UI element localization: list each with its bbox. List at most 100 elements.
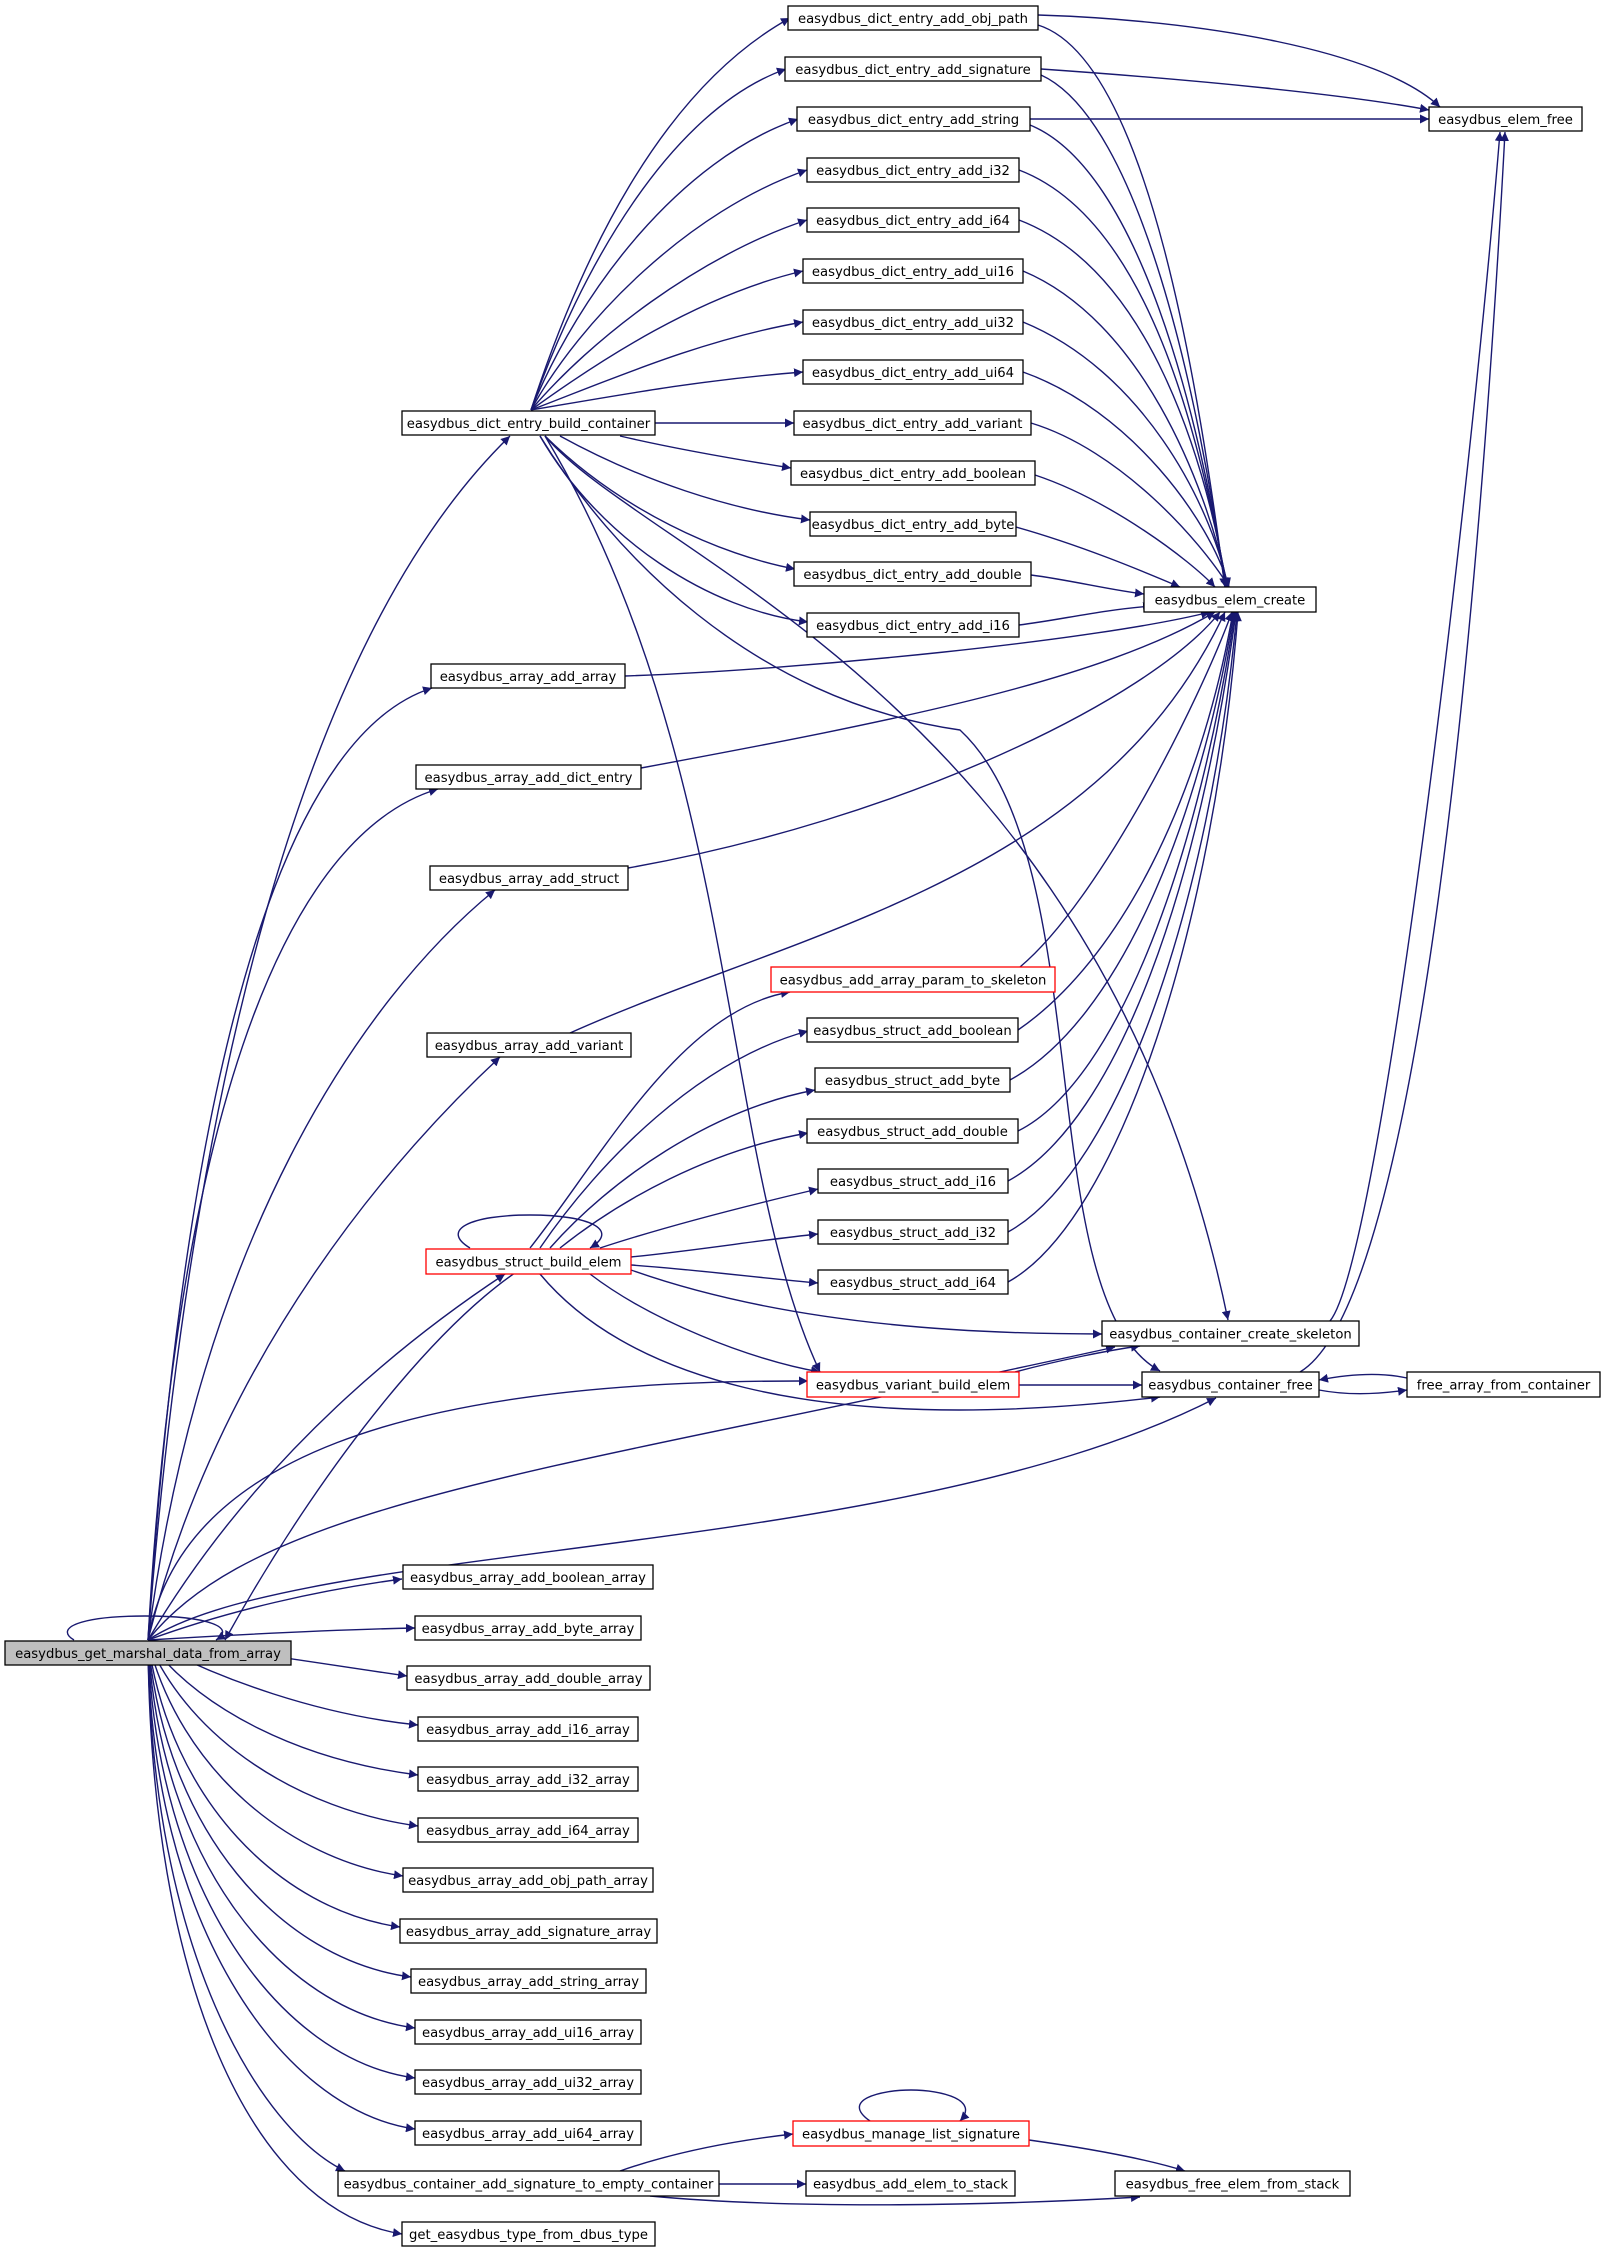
call-edge-root-to-get-type: [147, 1640, 403, 2238]
function-node-de-boolean[interactable]: easydbus_dict_entry_add_boolean: [790, 460, 1036, 486]
call-edge-root-to-arr-i64: [147, 1640, 419, 1830]
function-node-de-double[interactable]: easydbus_dict_entry_add_double: [793, 561, 1032, 587]
function-node-de-i64[interactable]: easydbus_dict_entry_add_i64: [806, 207, 1020, 233]
node-label: easydbus_add_array_param_to_skeleton: [780, 974, 1047, 989]
call-edge-de-ui32-to-elem-create: [1022, 321, 1231, 588]
function-node-arr-array[interactable]: easydbus_array_add_array: [430, 663, 626, 689]
function-node-de-ui64[interactable]: easydbus_dict_entry_add_ui64: [802, 359, 1024, 385]
function-node-add-elem-stack[interactable]: easydbus_add_elem_to_stack: [805, 2170, 1016, 2197]
call-edge-de-ui16-to-elem-create: [1022, 270, 1231, 588]
call-edge-dict-build-to-de-boolean: [619, 435, 792, 472]
function-node-dict-build[interactable]: easydbus_dict_entry_build_container: [401, 410, 656, 436]
function-node-arr-string[interactable]: easydbus_array_add_string_array: [410, 1968, 647, 1994]
function-node-st-i64[interactable]: easydbus_struct_add_i64: [817, 1269, 1009, 1295]
call-edge-de-ui64-to-elem-create: [1022, 371, 1231, 588]
node-box: [793, 410, 1032, 436]
function-node-arr-i32[interactable]: easydbus_array_add_i32_array: [417, 1766, 639, 1792]
call-edge-de-variant-to-elem-create: [1030, 422, 1230, 588]
function-node-elem-create[interactable]: easydbus_elem_create: [1143, 586, 1317, 613]
call-edge-de-sig-to-elem-create: [1040, 74, 1229, 588]
call-edge-st-boolean-to-elem-create: [1017, 611, 1236, 1031]
node-box: [402, 1867, 654, 1893]
function-node-de-i16[interactable]: easydbus_dict_entry_add_i16: [806, 612, 1020, 638]
call-edge-variant-build-to-cont-skeleton: [1014, 1342, 1141, 1373]
function-node-de-ui16[interactable]: easydbus_dict_entry_add_ui16: [802, 258, 1024, 284]
call-edge-de-objpath-to-elem-free: [1037, 14, 1441, 108]
node-box: [784, 56, 1042, 82]
function-node-cont-free[interactable]: easydbus_container_free: [1141, 1371, 1320, 1398]
call-edge-root-to-struct-build: [147, 1273, 506, 1641]
function-node-arr-objpath[interactable]: easydbus_array_add_obj_path_array: [402, 1867, 654, 1893]
call-edge-dict-build-to-variant-build: [544, 435, 821, 1373]
function-node-st-i16[interactable]: easydbus_struct_add_i16: [817, 1168, 1009, 1194]
function-node-arr-bool[interactable]: easydbus_array_add_boolean_array: [402, 1564, 654, 1590]
function-nodes: easydbus_get_marshal_data_from_arrayeasy…: [4, 5, 1601, 2247]
node-box: [805, 2170, 1016, 2197]
call-edge-dict-build-to-de-string: [530, 117, 799, 411]
call-edge-struct-build-to-cont-skeleton: [630, 1269, 1103, 1339]
call-edge-dict-build-to-cont-free: [539, 435, 1161, 1372]
function-node-st-byte[interactable]: easydbus_struct_add_byte: [814, 1067, 1011, 1093]
node-label: easydbus_array_add_i64_array: [426, 1824, 630, 1839]
function-node-elem-free[interactable]: easydbus_elem_free: [1428, 106, 1583, 132]
function-node-st-double[interactable]: easydbus_struct_add_double: [806, 1118, 1019, 1144]
node-label: easydbus_elem_free: [1438, 113, 1573, 128]
function-node-arr-ui64[interactable]: easydbus_array_add_ui64_array: [414, 2120, 642, 2146]
node-box: [802, 309, 1024, 335]
node-label: easydbus_dict_entry_build_container: [407, 417, 651, 432]
node-box: [817, 1219, 1009, 1245]
node-box: [417, 1766, 639, 1792]
function-node-arr-i64[interactable]: easydbus_array_add_i64_array: [417, 1817, 639, 1843]
function-node-de-i32[interactable]: easydbus_dict_entry_add_i32: [806, 157, 1020, 183]
node-label: easydbus_dict_entry_add_byte: [812, 518, 1015, 533]
call-edge-de-boolean-to-elem-create: [1034, 474, 1216, 588]
call-edge-root-to-arr-bool: [147, 1575, 403, 1641]
function-node-free-elem-stack[interactable]: easydbus_free_elem_from_stack: [1114, 2170, 1351, 2197]
node-label: easydbus_manage_list_signature: [802, 2128, 1020, 2143]
function-node-de-objpath[interactable]: easydbus_dict_entry_add_obj_path: [787, 5, 1039, 31]
function-node-struct-build[interactable]: easydbus_struct_build_elem: [425, 1248, 632, 1275]
function-node-de-string[interactable]: easydbus_dict_entry_add_string: [796, 106, 1031, 132]
function-node-de-variant[interactable]: easydbus_dict_entry_add_variant: [793, 410, 1032, 436]
node-label: easydbus_dict_entry_add_i64: [816, 214, 1010, 229]
function-node-de-ui32[interactable]: easydbus_dict_entry_add_ui32: [802, 309, 1024, 335]
function-node-cont-skeleton[interactable]: easydbus_container_create_skeleton: [1101, 1320, 1360, 1347]
call-edge-de-i16-to-elem-create: [1018, 602, 1153, 626]
node-box: [802, 359, 1024, 385]
function-node-arr-variant[interactable]: easydbus_array_add_variant: [426, 1032, 632, 1058]
node-label: easydbus_container_create_skeleton: [1109, 1328, 1352, 1343]
node-box: [429, 865, 629, 891]
call-edge-cont-add-sig-to-free-elem-stack: [649, 2193, 1141, 2206]
call-edges: [66, 14, 1510, 2238]
function-node-get-type[interactable]: get_easydbus_type_from_dbus_type: [401, 2221, 656, 2247]
call-edge-struct-build-to-st-i64: [630, 1264, 819, 1287]
function-node-arr-struct[interactable]: easydbus_array_add_struct: [429, 865, 629, 891]
function-node-free-array[interactable]: free_array_from_container: [1406, 1371, 1601, 1398]
function-node-de-byte[interactable]: easydbus_dict_entry_add_byte: [809, 511, 1017, 537]
node-label: easydbus_array_add_boolean_array: [410, 1571, 646, 1586]
function-node-add-arr-param[interactable]: easydbus_add_array_param_to_skeleton: [770, 966, 1056, 993]
call-edge-arr-variant-to-elem-create: [569, 611, 1226, 1034]
call-edge-st-i32-to-elem-create: [1007, 611, 1241, 1233]
function-node-de-sig[interactable]: easydbus_dict_entry_add_signature: [784, 56, 1042, 82]
function-node-manage-list[interactable]: easydbus_manage_list_signature: [792, 2120, 1030, 2147]
function-node-variant-build[interactable]: easydbus_variant_build_elem: [806, 1371, 1020, 1398]
call-edge-arr-struct-to-elem-create: [627, 611, 1221, 869]
function-node-arr-i16[interactable]: easydbus_array_add_i16_array: [417, 1716, 639, 1742]
call-edge-root-to-arr-string: [147, 1640, 412, 1981]
function-node-arr-byte[interactable]: easydbus_array_add_byte_array: [414, 1615, 642, 1641]
function-node-arr-dict[interactable]: easydbus_array_add_dict_entry: [415, 764, 642, 790]
function-node-arr-sig[interactable]: easydbus_array_add_signature_array: [399, 1918, 658, 1944]
node-label: free_array_from_container: [1417, 1379, 1591, 1394]
node-label: easydbus_struct_build_elem: [435, 1256, 621, 1271]
call-edge-arr-array-to-elem-create: [624, 609, 1211, 677]
function-node-st-i32[interactable]: easydbus_struct_add_i32: [817, 1219, 1009, 1245]
function-node-root[interactable]: easydbus_get_marshal_data_from_array: [4, 1640, 292, 1666]
node-box: [787, 5, 1039, 31]
function-node-arr-ui32[interactable]: easydbus_array_add_ui32_array: [414, 2069, 642, 2095]
call-edge-struct-build-to-st-byte: [549, 1087, 816, 1249]
function-node-cont-add-sig[interactable]: easydbus_container_add_signature_to_empt…: [337, 2170, 720, 2197]
function-node-st-boolean[interactable]: easydbus_struct_add_boolean: [806, 1017, 1019, 1043]
function-node-arr-ui16[interactable]: easydbus_array_add_ui16_array: [414, 2019, 642, 2045]
function-node-arr-double[interactable]: easydbus_array_add_double_array: [406, 1665, 651, 1691]
